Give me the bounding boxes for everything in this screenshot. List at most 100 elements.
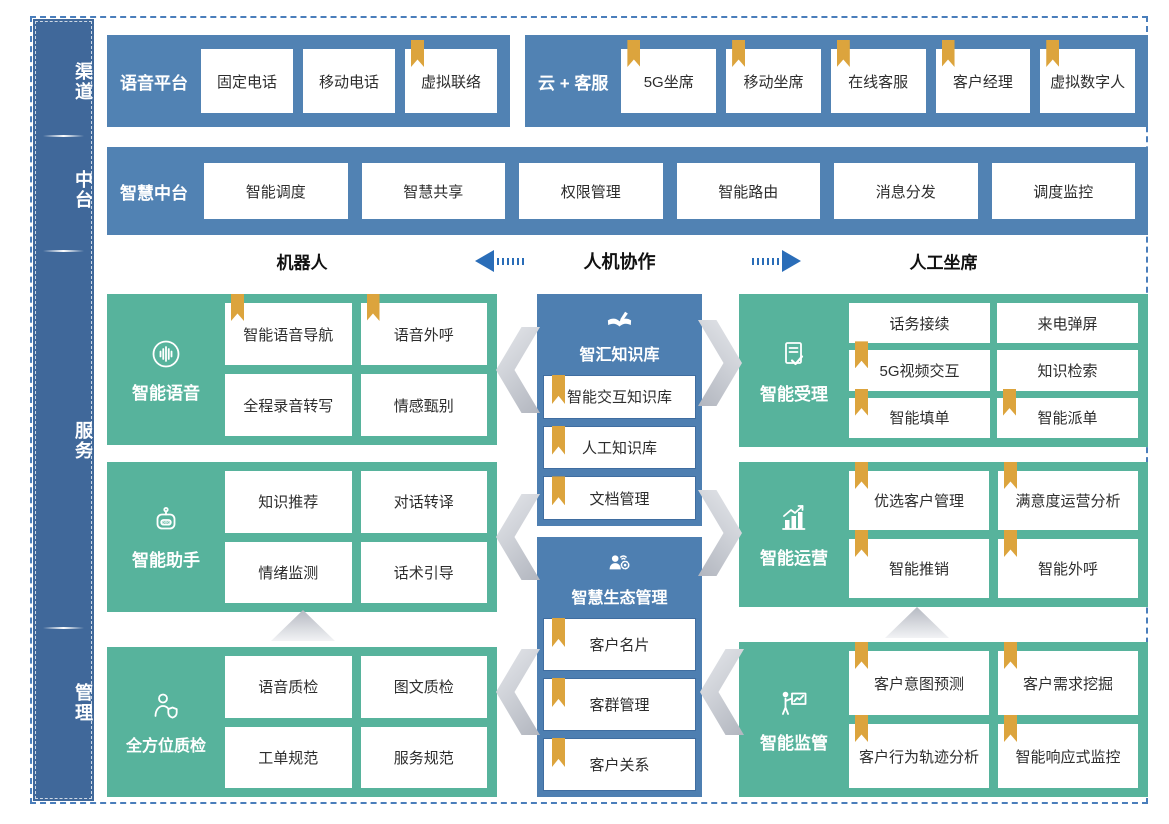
robot-section-title: 机器人 xyxy=(276,253,328,273)
sidebar-divider xyxy=(43,627,84,629)
feature-box: 知识检索 xyxy=(997,350,1138,391)
feature-label: 客户意图预测 xyxy=(873,675,964,693)
bookmark-ribbon xyxy=(1003,388,1016,416)
feature-label: 情感甄别 xyxy=(393,397,454,415)
feature-label: 满意度运营分析 xyxy=(1015,493,1121,510)
feature-box: 智能推销 xyxy=(849,530,989,598)
feature-box: 智能派单 xyxy=(997,388,1138,438)
bookmark-ribbon xyxy=(366,294,380,321)
feature-label: 5G视频交互 xyxy=(879,362,960,380)
feature-box: 智能填单 xyxy=(849,388,990,438)
feature-label: 智能外呼 xyxy=(1037,561,1098,578)
feature-box: 文档管理 xyxy=(543,476,696,521)
feature-box: 客户需求挖掘 xyxy=(998,642,1138,715)
channel-row: 语音平台 固定电话 移动电话 虚拟联络 xyxy=(107,35,1148,127)
channel-item-label: 虚拟联络 xyxy=(420,73,481,91)
feature-label: 智能派单 xyxy=(1037,410,1098,428)
bookmark-ribbon xyxy=(1046,40,1060,67)
document-check-icon xyxy=(776,337,812,373)
bookmark-ribbon xyxy=(1004,462,1017,489)
block-smart-operations: 智能运营 优选客户管理 满意度运营分析 智能推销 智能外呼 xyxy=(739,462,1148,607)
feature-box: 智能语音导航 xyxy=(225,294,352,365)
group-title: 智慧中台 xyxy=(120,183,188,203)
midplatform-item: 智能路由 xyxy=(676,163,820,219)
quality-inspector-icon xyxy=(148,689,184,725)
bookmark-ribbon xyxy=(1004,642,1017,669)
channel-item-label: 移动坐席 xyxy=(743,73,804,91)
bookmark-ribbon xyxy=(836,40,850,67)
ecosystem-people-icon xyxy=(604,550,635,581)
channel-item: 移动坐席 xyxy=(726,40,821,113)
presenter-chart-icon xyxy=(776,686,812,722)
bookmark-ribbon xyxy=(1004,530,1017,557)
layer-label-midplatform: 中台 xyxy=(73,170,93,210)
feature-label: 智能推销 xyxy=(888,561,949,578)
block-quality-inspection: 全方位质检 语音质检 图文质检 工单规范 服务规范 xyxy=(107,647,497,797)
feature-box: 工单规范 xyxy=(225,726,352,788)
knowledge-column: 智汇知识库 智能交互知识库 人工知识库 文档管理 智慧生态管理 xyxy=(537,294,702,797)
midplatform-item-label: 调度监控 xyxy=(1033,183,1094,201)
agent-column: 智能受理 话务接续 来电弹屏 5G视频交互 知识检索 智能填单 智能派单 xyxy=(739,294,1148,797)
feature-label: 语音外呼 xyxy=(393,326,454,344)
bookmark-ribbon xyxy=(855,530,868,557)
bookmark-ribbon xyxy=(732,40,746,67)
arrow-left-icon xyxy=(475,250,524,272)
layer-label-channel: 渠道 xyxy=(73,62,93,102)
bookmark-ribbon xyxy=(552,476,565,506)
group-title: 云 + 客服 xyxy=(538,73,609,93)
feature-box: 知识推荐 xyxy=(225,471,352,533)
bookmark-ribbon xyxy=(941,40,955,67)
feature-box: 情感甄别 xyxy=(360,374,487,436)
arrow-right-icon xyxy=(752,250,801,272)
robot-icon xyxy=(148,503,184,539)
feature-label: 知识推荐 xyxy=(258,494,319,512)
feature-label: 客户需求挖掘 xyxy=(1022,675,1113,693)
feature-label: 语音质检 xyxy=(258,679,319,697)
midplatform-item: 智能调度 xyxy=(204,163,348,219)
bookmark-ribbon xyxy=(411,40,424,67)
feature-box: 来电弹屏 xyxy=(997,303,1138,344)
midplatform-item-label: 智慧共享 xyxy=(403,183,464,201)
feature-label: 智能语音导航 xyxy=(243,326,334,344)
midplatform-item-label: 消息分发 xyxy=(875,183,936,201)
channel-item: 虚拟联络 xyxy=(405,40,497,113)
feature-label: 客户行为轨迹分析 xyxy=(858,748,979,766)
feature-label: 来电弹屏 xyxy=(1037,315,1098,333)
feature-box: 语音质检 xyxy=(225,656,352,718)
block-smart-assistant: 智能助手 知识推荐 对话转译 情绪监测 话术引导 xyxy=(107,462,497,612)
bookmark-ribbon xyxy=(855,341,868,369)
feature-box: 服务规范 xyxy=(360,726,487,788)
block-smart-voice: 智能语音 智能语音导航 语音外呼 全程录音转写 情感甄别 xyxy=(107,294,497,445)
midplatform-item: 智慧共享 xyxy=(361,163,505,219)
sidebar-divider xyxy=(43,135,84,137)
feature-box: 客户关系 xyxy=(543,738,696,791)
feature-label: 工单规范 xyxy=(258,749,319,767)
bookmark-ribbon xyxy=(1004,715,1017,742)
channel-item-label: 虚拟数字人 xyxy=(1050,73,1126,91)
feature-box: 人工知识库 xyxy=(543,425,696,470)
service-area: 智能语音 智能语音导航 语音外呼 全程录音转写 情感甄别 xyxy=(107,294,1148,797)
feature-label: 话术引导 xyxy=(393,564,454,582)
block-smart-acceptance: 智能受理 话务接续 来电弹屏 5G视频交互 知识检索 智能填单 智能派单 xyxy=(739,294,1148,447)
layer-label-service: 服务 xyxy=(73,421,93,461)
bookmark-ribbon xyxy=(552,618,565,647)
midplatform-item: 调度监控 xyxy=(991,163,1135,219)
feature-box: 智能响应式监控 xyxy=(998,715,1138,788)
voice-platform-group: 语音平台 固定电话 移动电话 虚拟联络 xyxy=(107,35,510,127)
feature-box: 5G视频交互 xyxy=(849,341,990,391)
agent-section-title: 人工坐席 xyxy=(909,253,978,273)
feature-label: 优选客户管理 xyxy=(873,493,964,510)
feature-box: 客群管理 xyxy=(543,678,696,731)
feature-box: 智能外呼 xyxy=(998,530,1138,598)
collaboration-title: 人机协作 xyxy=(583,252,656,272)
feature-box: 话务接续 xyxy=(849,303,990,344)
feature-box: 语音外呼 xyxy=(360,294,487,365)
block-title: 智汇知识库 xyxy=(579,347,660,364)
block-title: 智能受理 xyxy=(760,384,828,404)
feature-box: 对话转译 xyxy=(360,471,487,533)
midplatform-item-label: 智能调度 xyxy=(245,183,306,201)
feature-box: 满意度运营分析 xyxy=(998,462,1138,530)
channel-item-label: 移动电话 xyxy=(318,73,379,91)
feature-label: 智能交互知识库 xyxy=(566,389,672,407)
